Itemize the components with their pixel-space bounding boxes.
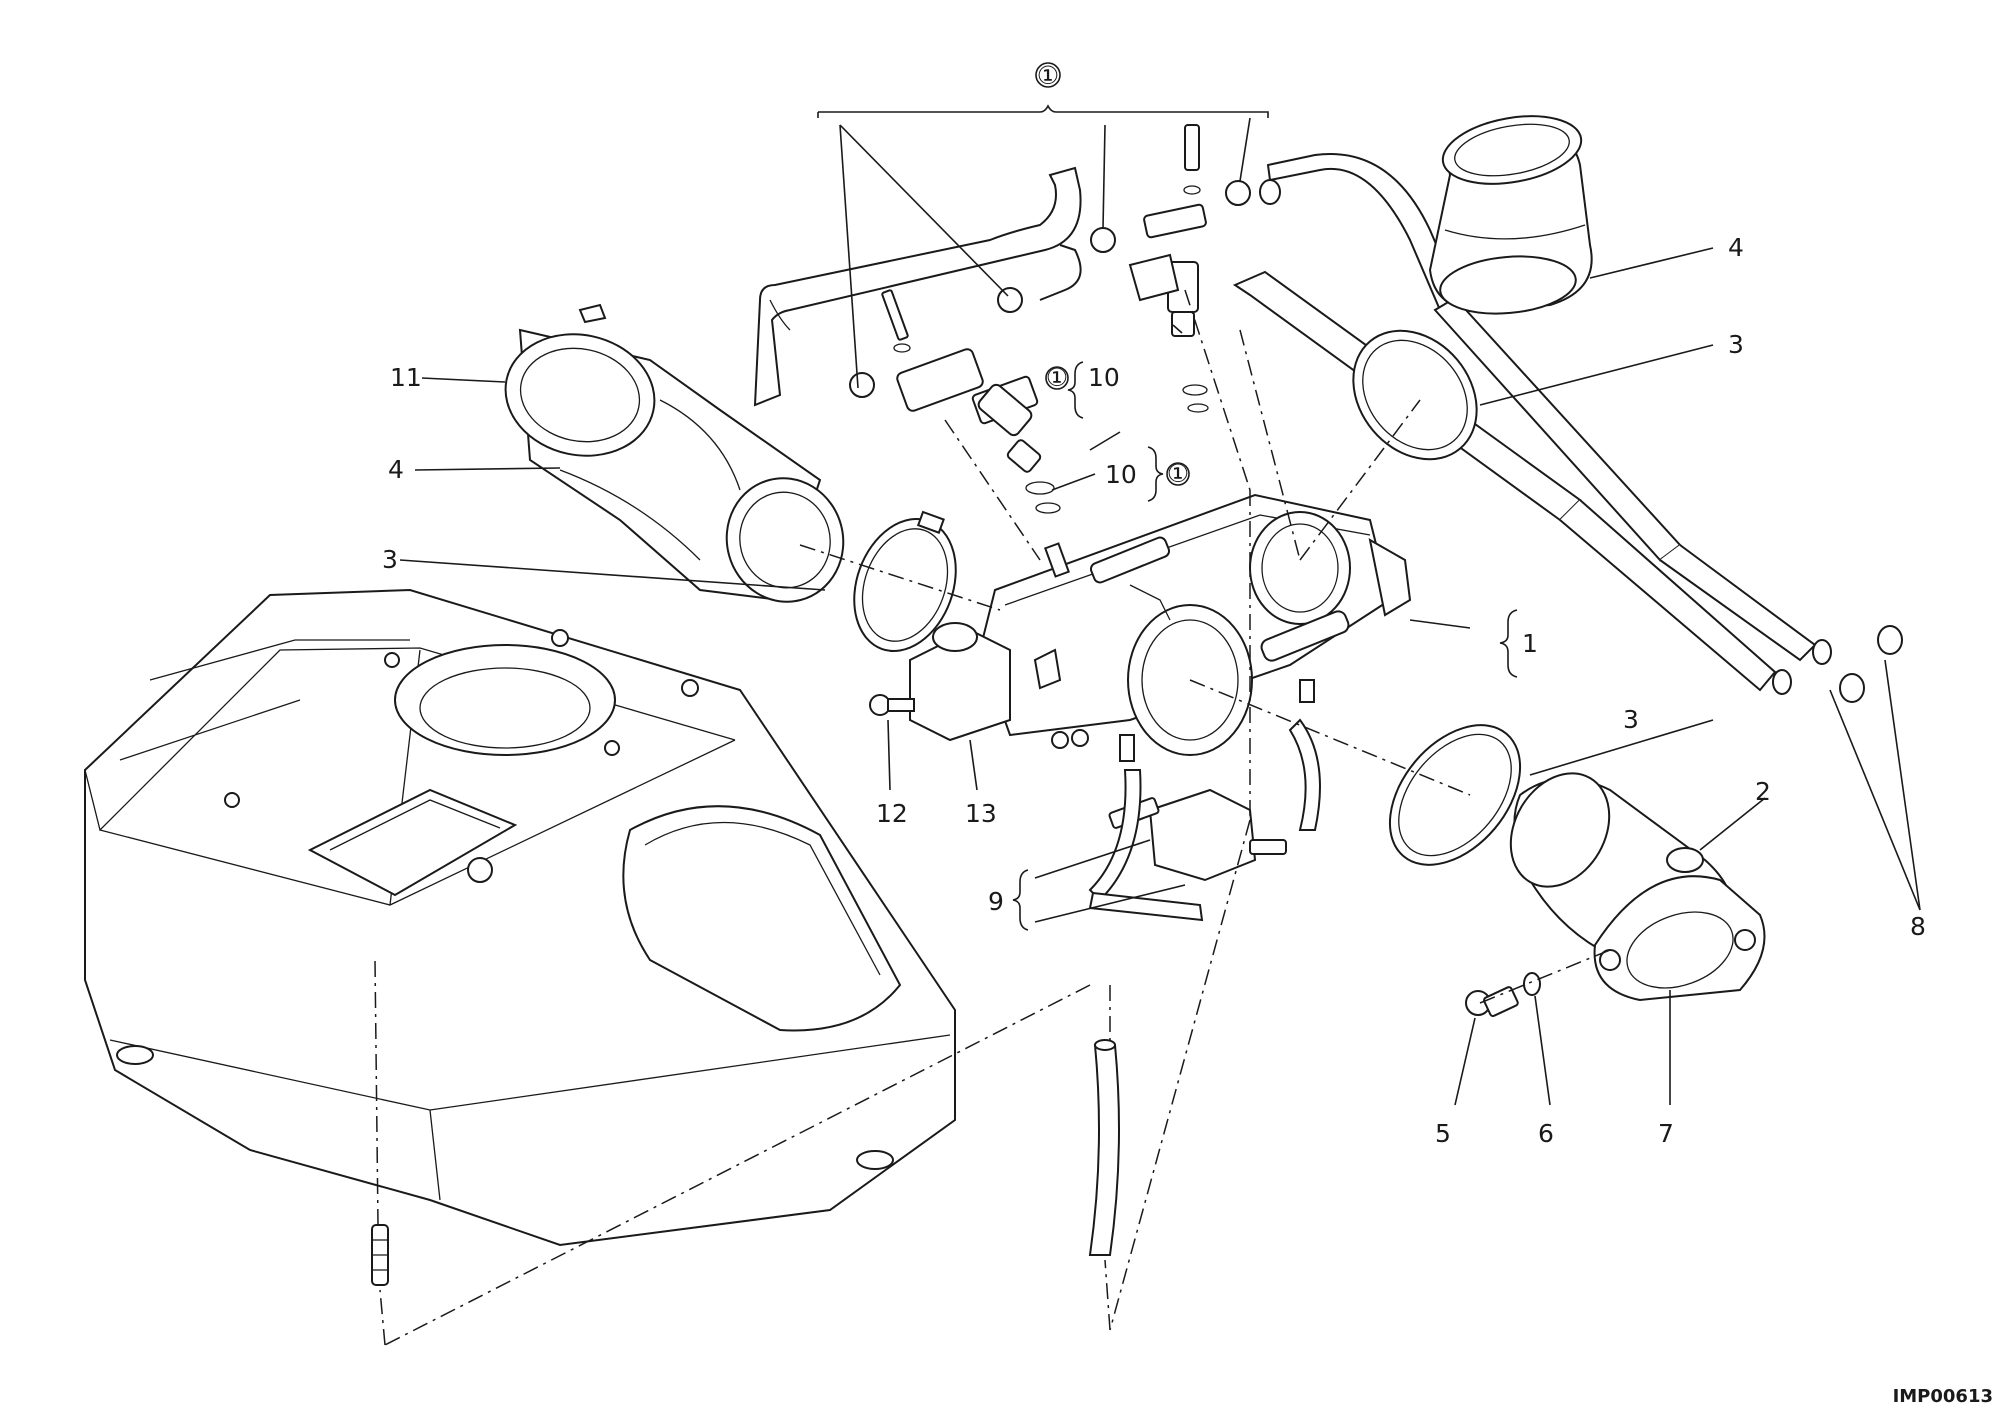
callout-9: 9 xyxy=(988,887,1004,916)
callout-3-right: 3 xyxy=(1728,330,1744,359)
callout-8: 8 xyxy=(1910,912,1926,941)
callout-4-left: 4 xyxy=(388,455,404,484)
drain-fitting xyxy=(371,1224,389,1286)
callout-11: 11 xyxy=(390,363,422,392)
braces xyxy=(1012,361,1518,931)
callout-2: 2 xyxy=(1755,777,1771,806)
washer-6 xyxy=(1523,972,1541,996)
intake-manifold xyxy=(1509,772,1766,1002)
callout-1: 1 xyxy=(1522,629,1538,658)
lower-clamp xyxy=(1388,724,1522,866)
callout-13: 13 xyxy=(965,799,997,828)
throttle-body xyxy=(909,493,1412,762)
callout-10-upper: 10 xyxy=(1088,363,1120,392)
callout-3-lower: 3 xyxy=(1623,705,1639,734)
left-clamp xyxy=(853,510,957,652)
callout-12: 12 xyxy=(876,799,908,828)
callout-7: 7 xyxy=(1658,1119,1674,1148)
leader-lines xyxy=(399,247,1921,1106)
group-marker-10a: ① xyxy=(1046,363,1068,392)
left-intake-duct xyxy=(504,303,845,603)
callout-5: 5 xyxy=(1435,1119,1451,1148)
hose-clamps-8 xyxy=(1839,625,1903,703)
callout-3-left: 3 xyxy=(382,545,398,574)
fuel-injector-right xyxy=(1128,203,1207,337)
alignment-lines xyxy=(374,289,1611,1346)
injector-seals xyxy=(881,124,1209,514)
spacer-2 xyxy=(1666,847,1704,873)
hose-clamps-upper xyxy=(849,179,1281,398)
screw-12 xyxy=(869,694,915,716)
group-marker-10b: ① xyxy=(1167,459,1189,488)
callout-4-right: 4 xyxy=(1728,233,1744,262)
air-box xyxy=(84,588,956,1247)
callout-6: 6 xyxy=(1538,1119,1554,1148)
callout-10-lower: 10 xyxy=(1105,460,1137,489)
right-clamp-upper xyxy=(1352,329,1478,461)
group-markers: ① ① ① xyxy=(1035,61,1190,488)
fuel-injector-left xyxy=(896,348,1042,473)
group-bracket xyxy=(817,104,1269,389)
reference-code: IMP00613 xyxy=(1893,1386,1993,1407)
vent-hose xyxy=(1088,1039,1120,1256)
group-marker-top: ① xyxy=(1037,61,1059,90)
callouts: 11 4 3 10 10 4 3 1 3 2 8 9 12 13 5 6 7 xyxy=(382,233,1926,1148)
sensor-9 xyxy=(1088,718,1321,922)
screw-5 xyxy=(1465,986,1519,1017)
right-intake-duct xyxy=(1428,115,1593,315)
